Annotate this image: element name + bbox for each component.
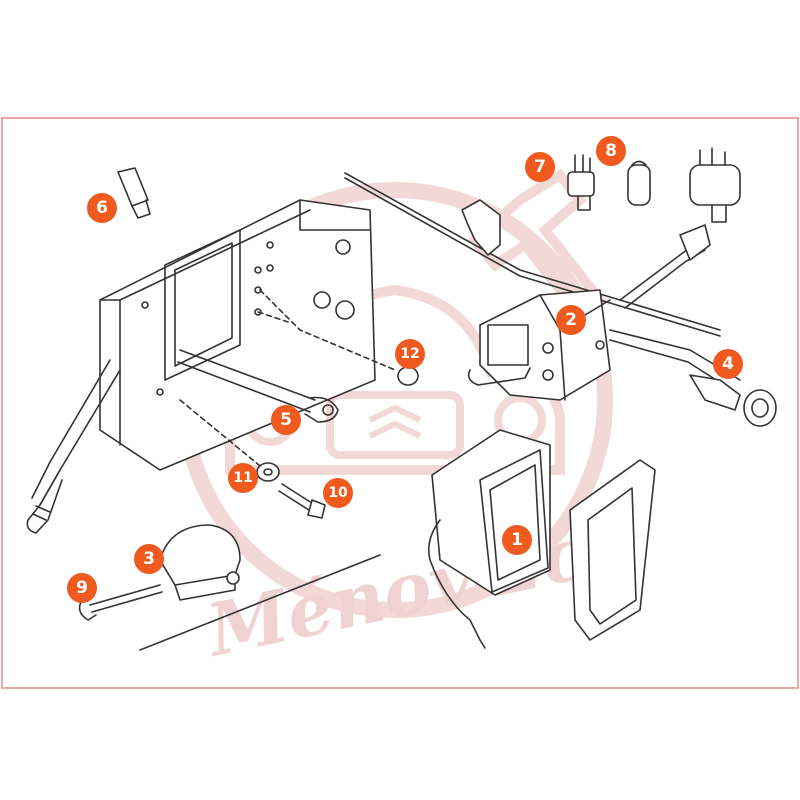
diagram-frame — [1, 117, 799, 689]
svg-text:11: 11 — [233, 470, 252, 486]
switch-block-part-2 — [467, 289, 611, 401]
parts-drawing — [26, 147, 777, 651]
svg-text:1: 1 — [511, 530, 523, 550]
callout-7: 7 — [525, 152, 555, 182]
svg-text:3: 3 — [143, 549, 155, 569]
connector-part-7 — [567, 154, 595, 211]
rod-clip — [461, 199, 501, 256]
callout-10: 10 — [323, 478, 353, 508]
callouts: 1 2 3 4 5 6 7 8 9 10 11 12 — [67, 136, 743, 603]
callout-3: 3 — [134, 544, 164, 574]
svg-text:9: 9 — [76, 578, 88, 598]
mounting-plate — [99, 199, 396, 471]
svg-text:8: 8 — [605, 141, 617, 161]
connector-unnumbered — [689, 147, 741, 223]
horn-part-3 — [159, 524, 241, 601]
svg-text:7: 7 — [534, 157, 546, 177]
watermark-grille — [326, 391, 464, 459]
long-rod-lower — [344, 177, 721, 337]
svg-text:6: 6 — [96, 198, 108, 218]
floor-line — [139, 554, 381, 651]
callout-5: 5 — [271, 405, 301, 435]
callout-1: 1 — [502, 525, 532, 555]
callout-8: 8 — [596, 136, 626, 166]
plug-part-12 — [397, 366, 419, 386]
watermark-text: Ménov'2cv — [197, 501, 635, 673]
gasket-frame — [569, 459, 656, 641]
svg-text:5: 5 — [280, 410, 292, 430]
connector-part-8 — [627, 160, 651, 206]
long-rod — [344, 172, 721, 331]
callout-9: 9 — [67, 573, 97, 603]
svg-text:2: 2 — [565, 310, 577, 330]
cable-lower-left — [26, 359, 121, 534]
svg-text:10: 10 — [328, 485, 348, 501]
callout-12: 12 — [395, 339, 425, 369]
sensor-part-6 — [117, 167, 151, 219]
watermark-chevrons — [368, 404, 422, 439]
stalk-part-4 — [609, 224, 777, 427]
svg-text:12: 12 — [400, 346, 419, 362]
svg-text:4: 4 — [722, 354, 734, 374]
callout-11: 11 — [228, 463, 258, 493]
bolt-part-10 — [278, 483, 326, 519]
washer-part-11 — [256, 462, 280, 482]
callout-2: 2 — [556, 305, 586, 335]
callout-4: 4 — [713, 349, 743, 379]
rod-part-5 — [177, 349, 339, 423]
callout-6: 6 — [87, 193, 117, 223]
